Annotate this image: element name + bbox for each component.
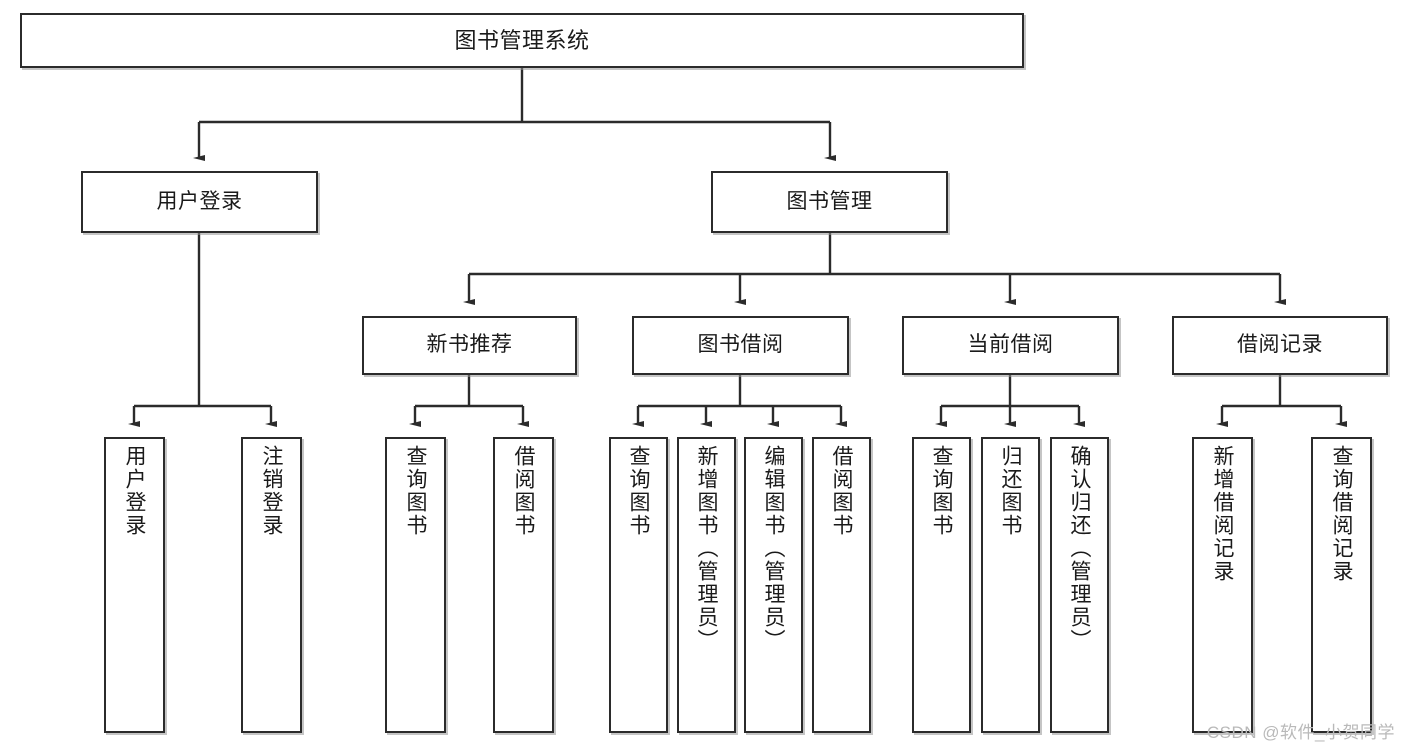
leaf-current-borrow-confirm[interactable]: 确认归还（管理员） — [1050, 437, 1109, 733]
leaf-book-borrow-query-label: 查询图书 — [627, 445, 651, 537]
node-borrow-record-label: 借阅记录 — [1237, 333, 1323, 357]
leaf-borrow-record-query-label: 查询借阅记录 — [1330, 445, 1354, 583]
leaf-book-borrow-add[interactable]: 新增图书（管理员） — [677, 437, 736, 733]
leaf-new-book-borrow[interactable]: 借阅图书 — [493, 437, 554, 733]
node-new-book-recommend-label: 新书推荐 — [426, 333, 513, 357]
leaf-current-borrow-query[interactable]: 查询图书 — [912, 437, 971, 733]
node-root[interactable]: 图书管理系统 — [20, 13, 1024, 68]
leaf-book-borrow-query[interactable]: 查询图书 — [609, 437, 668, 733]
leaf-borrow-record-add[interactable]: 新增借阅记录 — [1192, 437, 1253, 733]
node-book-management-label: 图书管理 — [786, 189, 873, 213]
leaf-current-borrow-query-label: 查询图书 — [930, 445, 954, 537]
leaf-book-borrow-edit-label: 编辑图书（管理员） — [762, 445, 786, 652]
leaf-current-borrow-return-label: 归还图书 — [999, 445, 1023, 537]
leaf-user-login-signin-label: 用户登录 — [123, 445, 147, 537]
leaf-book-borrow-edit[interactable]: 编辑图书（管理员） — [744, 437, 803, 733]
node-borrow-record[interactable]: 借阅记录 — [1172, 316, 1388, 375]
node-current-borrow[interactable]: 当前借阅 — [902, 316, 1119, 375]
node-root-label: 图书管理系统 — [454, 27, 590, 53]
leaf-user-login-signout[interactable]: 注销登录 — [241, 437, 302, 733]
node-current-borrow-label: 当前借阅 — [967, 333, 1054, 357]
node-book-borrow-label: 图书借阅 — [697, 333, 784, 357]
leaf-new-book-borrow-label: 借阅图书 — [512, 445, 536, 537]
leaf-book-borrow-lend-label: 借阅图书 — [830, 445, 854, 537]
node-new-book-recommend[interactable]: 新书推荐 — [362, 316, 577, 375]
csdn-watermark: CSDN @软件_小贺同学 — [1206, 723, 1395, 742]
leaf-borrow-record-query[interactable]: 查询借阅记录 — [1311, 437, 1372, 733]
leaf-new-book-query[interactable]: 查询图书 — [385, 437, 446, 733]
node-book-management[interactable]: 图书管理 — [711, 171, 948, 233]
leaf-user-login-signin[interactable]: 用户登录 — [104, 437, 165, 733]
leaf-user-login-signout-label: 注销登录 — [260, 445, 284, 537]
leaf-book-borrow-add-label: 新增图书（管理员） — [695, 445, 719, 652]
node-user-login[interactable]: 用户登录 — [81, 171, 318, 233]
leaf-current-borrow-confirm-label: 确认归还（管理员） — [1068, 445, 1092, 652]
leaf-book-borrow-lend[interactable]: 借阅图书 — [812, 437, 871, 733]
node-book-borrow[interactable]: 图书借阅 — [632, 316, 849, 375]
leaf-borrow-record-add-label: 新增借阅记录 — [1211, 445, 1235, 583]
leaf-current-borrow-return[interactable]: 归还图书 — [981, 437, 1040, 733]
leaf-new-book-query-label: 查询图书 — [404, 445, 428, 537]
node-user-login-label: 用户登录 — [156, 189, 243, 213]
